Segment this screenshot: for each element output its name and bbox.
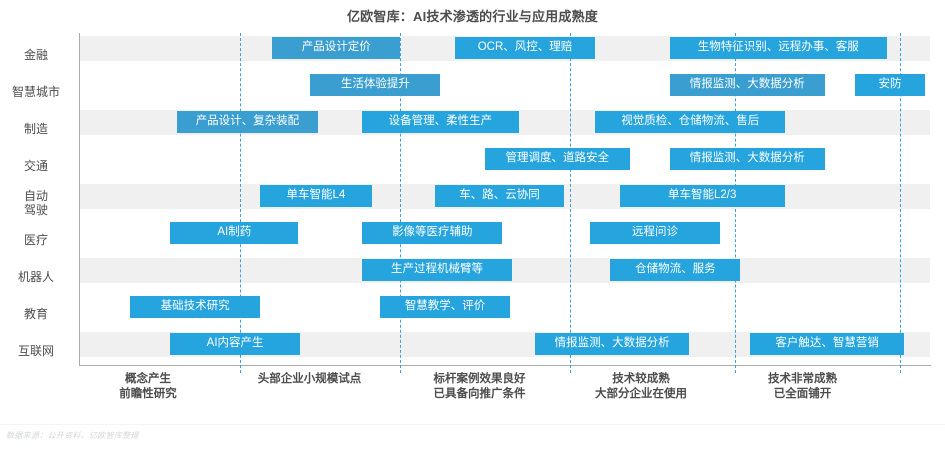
x-label-line: 大部分企业在使用: [595, 388, 687, 400]
y-axis-label-自动驾驶: 自动驾驶: [0, 189, 72, 217]
bar-制造-1[interactable]: 产品设计、复杂装配: [176, 111, 318, 133]
y-axis-label-制造: 制造: [0, 122, 72, 136]
y-label-line: 交通: [23, 159, 48, 173]
bar-机器人-1[interactable]: 生产过程机械臂等: [362, 259, 512, 281]
x-axis-line: [79, 365, 931, 366]
x-label-line: 标杆案例效果良好: [433, 373, 526, 385]
bar-医疗-1[interactable]: AI制药: [170, 222, 299, 244]
bar-互联网-3[interactable]: 客户触达、智慧营销: [749, 333, 905, 355]
x-axis-stage-4: 技术较成熟大部分企业在使用: [561, 372, 721, 402]
y-label-line: 医疗: [23, 233, 48, 247]
chart-row-金融: 产品设计定价 OCR、风控、理赔 生物特征识别、远程办事、客服: [80, 33, 930, 70]
bar-交通-1[interactable]: 管理调度、道路安全: [484, 148, 630, 170]
y-label-line: 制造: [23, 122, 48, 136]
x-label-line: 前瞻性研究: [119, 388, 177, 400]
y-axis-label-医疗: 医疗: [0, 233, 72, 247]
gridline-3: [569, 33, 571, 373]
y-label-line: 金融: [23, 48, 48, 62]
x-axis-stage-5: 技术非常成熟已全面铺开: [723, 372, 883, 402]
page-title: 亿欧智库：AI技术渗透的行业与应用成熟度: [346, 9, 598, 24]
bar-金融-2[interactable]: OCR、风控、理赔: [454, 37, 596, 59]
bar-智慧城市-3[interactable]: 安防: [855, 74, 925, 96]
chart-row-医疗: AI制药 影像等医疗辅助 远程问诊: [80, 218, 930, 255]
bar-自动驾驶-2[interactable]: 车、路、云协同: [435, 185, 564, 207]
x-label-line: 头部企业小规模试点: [257, 373, 362, 385]
y-axis-label-智慧城市: 智慧城市: [0, 85, 72, 99]
chart-row-智慧城市: 生活体验提升 情报监测、大数据分析 安防: [80, 70, 930, 107]
y-axis-label-互联网: 互联网: [0, 344, 72, 358]
y-label-line: 机器人: [17, 270, 54, 284]
gridline-2: [399, 33, 401, 373]
bar-智慧城市-1[interactable]: 生活体验提升: [310, 74, 441, 96]
bar-教育-1[interactable]: 基础技术研究: [130, 296, 261, 318]
bar-交通-2[interactable]: 情报监测、大数据分析: [669, 148, 825, 170]
chart-row-制造: 产品设计、复杂装配 设备管理、柔性生产 视觉质检、仓储物流、售后: [80, 107, 930, 144]
x-label-line: 已具备向推广条件: [433, 388, 526, 400]
bar-金融-3[interactable]: 生物特征识别、远程办事、客服: [669, 37, 887, 59]
y-axis-label-教育: 教育: [0, 307, 72, 321]
y-axis-label-机器人: 机器人: [0, 270, 72, 284]
bar-智慧城市-2[interactable]: 情报监测、大数据分析: [669, 74, 825, 96]
bar-自动驾驶-1[interactable]: 单车智能L4: [260, 185, 372, 207]
chart-row-互联网: AI内容产生 情报监测、大数据分析 客户触达、智慧营销: [80, 329, 930, 366]
footer-divider: [0, 424, 945, 425]
x-axis-stage-1: 概念产生前瞻性研究: [68, 372, 228, 402]
bar-教育-2[interactable]: 智慧教学、评价: [380, 296, 511, 318]
bar-制造-2[interactable]: 设备管理、柔性生产: [362, 111, 519, 133]
bar-互联网-2[interactable]: 情报监测、大数据分析: [534, 333, 690, 355]
y-label-line: 智慧城市: [11, 85, 60, 99]
bar-金融-1[interactable]: 产品设计定价: [272, 37, 401, 59]
x-axis-stage-3: 标杆案例效果良好已具备向推广条件: [400, 372, 560, 402]
x-label-line: 概念产生: [125, 373, 171, 385]
bar-制造-3[interactable]: 视觉质检、仓储物流、售后: [595, 111, 786, 133]
y-axis-label-金融: 金融: [0, 48, 72, 62]
y-label-line: 驾驶: [23, 203, 48, 217]
gridline-1: [239, 33, 241, 373]
source-note: 数据来源：公开资料、亿欧智库整理: [6, 431, 139, 440]
chart-row-交通: 管理调度、道路安全 情报监测、大数据分析: [80, 144, 930, 181]
x-label-line: 已全面铺开: [773, 388, 832, 400]
x-label-line: 技术较成熟: [612, 373, 670, 385]
gridline-5: [900, 33, 902, 373]
chart-row-教育: 基础技术研究 智慧教学、评价: [80, 292, 930, 329]
y-axis-line: [79, 33, 80, 366]
y-label-line: 教育: [23, 307, 48, 321]
y-label-line: 互联网: [17, 344, 54, 358]
bar-机器人-2[interactable]: 仓储物流、服务: [610, 259, 741, 281]
x-label-line: 技术非常成熟: [768, 373, 837, 385]
x-axis-stage-2: 头部企业小规模试点: [230, 372, 390, 387]
y-label-line: 自动: [23, 189, 48, 203]
bar-互联网-1[interactable]: AI内容产生: [170, 333, 301, 355]
chart-row-机器人: 生产过程机械臂等 仓储物流、服务: [80, 255, 930, 292]
y-axis-label-交通: 交通: [0, 159, 72, 173]
bar-自动驾驶-3[interactable]: 单车智能L2/3: [619, 185, 785, 207]
bar-医疗-3[interactable]: 远程问诊: [590, 222, 721, 244]
chart-row-自动驾驶: 单车智能L4 车、路、云协同 单车智能L2/3: [80, 181, 930, 218]
bar-医疗-2[interactable]: 影像等医疗辅助: [362, 222, 503, 244]
